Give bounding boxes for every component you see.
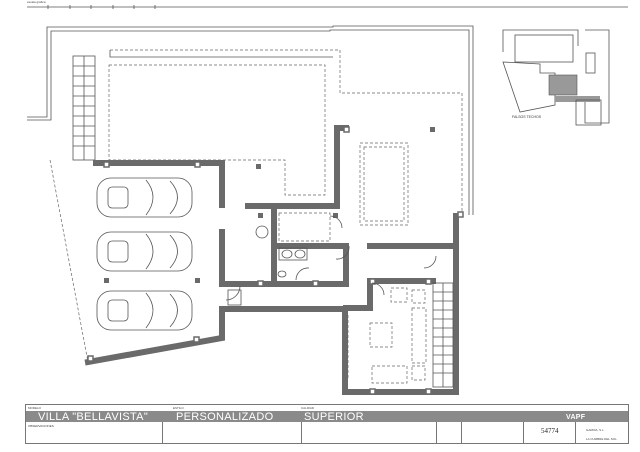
inset-caption: FALSOS TECHOS	[512, 115, 542, 119]
scale-bar	[27, 5, 628, 9]
quality-label: CALIDAD	[301, 406, 315, 410]
pool-terrace	[108, 49, 463, 226]
style-label: ESTILO	[173, 406, 184, 410]
plot-boundary	[27, 25, 474, 215]
stairs-right	[432, 282, 454, 388]
title-block: MODELO ESTILO CALIDAD VILLA "BELLAVISTA"…	[25, 404, 629, 444]
notes-title: OBSERVACIONES	[28, 424, 54, 428]
car-icon	[96, 177, 193, 218]
car-icon	[96, 231, 193, 272]
style-name: PERSONALIZADO	[176, 411, 274, 423]
client-name: GARDIA, S.L.	[586, 428, 605, 432]
stairs-top	[72, 55, 96, 161]
walls	[84, 125, 459, 395]
brand-logo: VAPF	[566, 414, 586, 421]
title-bar: VILLA "BELLAVISTA" PERSONALIZADO SUPERIO…	[26, 411, 628, 423]
location: LA CUMBRE DEL SOL	[586, 437, 617, 441]
reference-number: 54774	[541, 427, 559, 435]
columns	[87, 126, 464, 395]
fixtures	[225, 212, 437, 384]
cars	[96, 177, 193, 331]
inset-ceiling-plan	[502, 29, 610, 126]
model-name: VILLA "BELLAVISTA"	[38, 411, 149, 423]
garage-ramp-edge	[49, 159, 89, 363]
model-label: MODELO	[28, 406, 42, 410]
car-icon	[96, 290, 193, 331]
quality-name: SUPERIOR	[304, 411, 364, 423]
scale-label: escala gráfica	[27, 0, 46, 4]
